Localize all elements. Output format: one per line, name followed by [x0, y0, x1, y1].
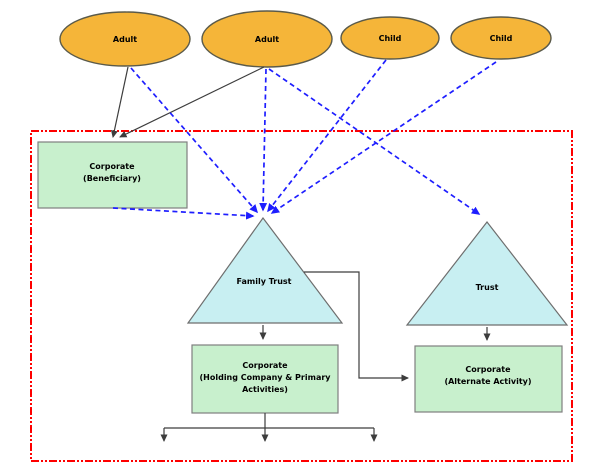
node-child-1: Child: [340, 16, 440, 60]
child-2-label: Child: [490, 34, 513, 43]
node-corporate-beneficiary: Corporate (Beneficiary): [37, 141, 188, 209]
node-corporate-alternate: Corporate (Alternate Activity): [414, 345, 563, 413]
child-2-ellipse: [450, 16, 552, 60]
adult-2-label: Adult: [255, 35, 279, 44]
dashed-edges: [112, 59, 497, 220]
family-trust-triangle: [186, 216, 344, 324]
corporate-alternate-label-line1: Corporate: [465, 365, 511, 374]
family-trust-label: Family Trust: [236, 277, 291, 286]
edge-adult2-to-beneficiary: [119, 66, 265, 138]
adult-1-ellipse: [59, 11, 191, 67]
node-family-trust: Family Trust: [186, 216, 344, 324]
dashed-edge-adult2-to-family-trust: [259, 68, 268, 212]
corporate-holding-label-line1: Corporate: [242, 361, 288, 370]
solid-edges: [110, 66, 491, 442]
child-1-ellipse: [340, 16, 440, 60]
corporate-holding-label-line2: (Holding Company & Primary: [200, 373, 332, 382]
corporate-holding-label-line3: Activities): [242, 385, 288, 394]
trust-label: Trust: [476, 283, 499, 292]
corporate-beneficiary-box: [37, 141, 188, 209]
dashed-edge-adult2-to-trust: [268, 68, 481, 215]
edge-adult1-to-beneficiary: [110, 66, 129, 138]
node-adult-2: Adult: [201, 10, 333, 68]
adult-2-ellipse: [201, 10, 333, 68]
structure-boundary-box: [30, 130, 573, 462]
adult-1-label: Adult: [113, 35, 137, 44]
corporate-beneficiary-label-line2: (Beneficiary): [83, 174, 141, 183]
dashed-edge-adult1-to-family-trust: [130, 67, 258, 214]
corporate-beneficiary-label-line1: Corporate: [89, 162, 135, 171]
node-corporate-holding: Corporate (Holding Company & Primary Act…: [191, 344, 339, 414]
child-1-label: Child: [379, 34, 402, 43]
node-adult-1: Adult: [59, 11, 191, 67]
node-child-2: Child: [450, 16, 552, 60]
node-trust: Trust: [405, 221, 569, 326]
edge-family-trust-to-alternate: [304, 271, 409, 382]
corporate-alternate-box: [414, 345, 563, 413]
dashed-edge-beneficiary-to-family-trust: [112, 207, 255, 220]
dashed-edge-child2-to-family-trust: [270, 61, 497, 214]
corporate-holding-box: [191, 344, 339, 414]
corporate-alternate-label-line2: (Alternate Activity): [444, 377, 531, 386]
dashed-edge-child1-to-family-trust: [267, 59, 387, 213]
trust-triangle: [405, 221, 569, 326]
